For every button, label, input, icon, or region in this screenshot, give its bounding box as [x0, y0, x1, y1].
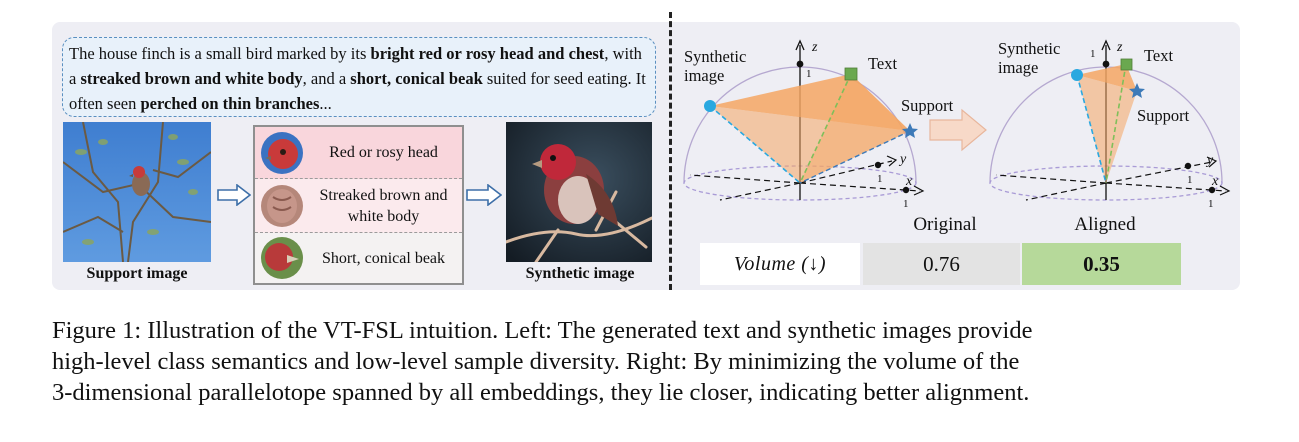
- caption-line: Figure 1: Illustration of the VT-FSL int…: [52, 317, 1033, 344]
- support-image: [63, 122, 211, 262]
- aligned-hemisphere: [989, 39, 1231, 201]
- caption-line: 3-dimensional parallelotope spanned by a…: [52, 379, 1030, 406]
- text-point-icon: [1120, 58, 1133, 71]
- original-hemisphere: [683, 39, 925, 201]
- support-star-icon: [1129, 83, 1145, 98]
- volume-label: Volume (↓): [700, 243, 860, 285]
- attribute-row-beak: Short, conical beak: [255, 233, 462, 283]
- arrow-right-icon: [466, 184, 502, 206]
- axis-y-label: y: [900, 152, 907, 167]
- axis-z-label: z: [812, 40, 818, 55]
- support-star-icon: [902, 123, 918, 138]
- head-crop-thumbnail: [261, 131, 303, 174]
- beak-crop-thumbnail: [261, 237, 303, 279]
- panel-divider: [669, 12, 672, 290]
- original-support-label: Support: [901, 96, 954, 115]
- attribute-label: Streaked brown and white body: [319, 186, 448, 225]
- synthetic-image-label: Synthetic image: [525, 265, 635, 282]
- tick-label: 1: [877, 173, 883, 185]
- support-image-label: Support image: [86, 265, 188, 282]
- caption-line: high-level class semantics and low-level…: [52, 348, 1020, 375]
- original-text-label: Text: [868, 54, 898, 73]
- description-text: The house finch is a small bird marked b…: [69, 44, 646, 113]
- synthetic-point-icon: [1071, 69, 1083, 81]
- axis-z-label: z: [1117, 40, 1123, 55]
- column-original-header: Original: [913, 214, 977, 235]
- tick-label: 1: [1090, 48, 1096, 60]
- figure-caption: Figure 1: Illustration of the VT-FSL int…: [52, 315, 1248, 408]
- synthetic-image: [506, 122, 652, 262]
- transition-arrow-icon: [929, 108, 987, 152]
- text-point-icon: [844, 67, 858, 81]
- attribute-label: Short, conical beak: [321, 249, 446, 267]
- arrow-right-icon: [217, 184, 251, 206]
- class-description-box: The house finch is a small bird marked b…: [62, 37, 656, 117]
- axis-y-label: y: [1207, 153, 1214, 168]
- attribute-row-body: Streaked brown and white body: [255, 179, 462, 233]
- volume-table: Volume (↓) 0.76 0.35: [700, 243, 1184, 285]
- attribute-label: Red or rosy head: [329, 144, 438, 161]
- tick-label: 1: [1208, 198, 1214, 210]
- tick-label: 1: [903, 198, 909, 210]
- attribute-row-head: Red or rosy head: [255, 127, 462, 179]
- column-aligned-header: Aligned: [1074, 214, 1136, 235]
- synthetic-point-icon: [704, 100, 716, 112]
- aligned-text-label: Text: [1144, 46, 1174, 65]
- axis-x-label: x: [906, 174, 913, 189]
- tick-label: 1: [1187, 174, 1193, 186]
- tick-label: 1: [806, 68, 812, 80]
- visual-attributes-box: Red or rosy head Streaked brown and whit…: [253, 125, 464, 285]
- axis-x-label: x: [1212, 174, 1219, 189]
- volume-original-value: 0.76: [863, 243, 1020, 285]
- body-crop-thumbnail: [261, 184, 303, 227]
- aligned-support-label: Support: [1137, 106, 1190, 125]
- volume-aligned-value: 0.35: [1022, 243, 1181, 285]
